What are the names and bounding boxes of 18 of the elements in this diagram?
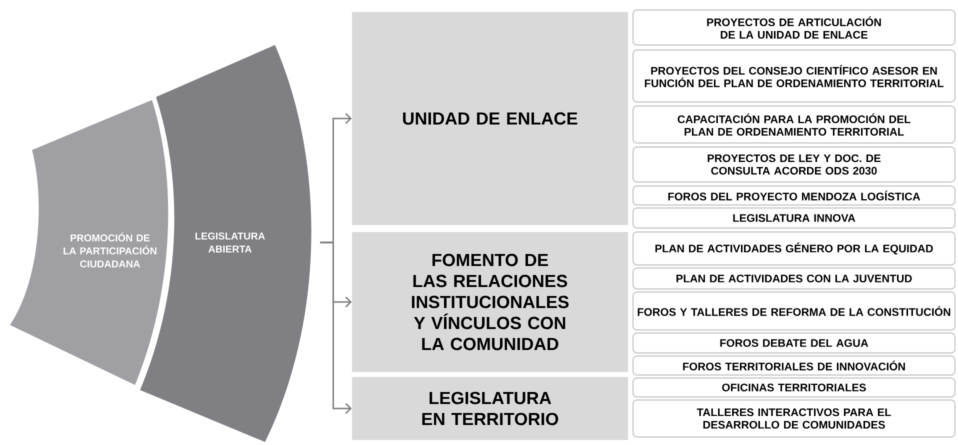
activity-box: FOROS DEL PROYECTO MENDOZA LOGÍSTICA xyxy=(632,185,956,206)
category-box: FOMENTO DE LAS RELACIONES INSTITUCIONALES Y VÍNCULOS CON LA COMUNIDAD xyxy=(352,232,628,372)
activity-box: PLAN DE ACTIVIDADES CON LA JUVENTUD xyxy=(632,267,956,290)
activity-box: PROYECTOS DE ARTICULACIÓN DE LA UNIDAD DE ENLACE xyxy=(632,9,956,46)
activity-box: TALLERES INTERACTIVOS PARA EL DESARROLLO DE COMUNIDADES xyxy=(632,399,956,438)
activity-box: OFICINAS TERRITORIALES xyxy=(632,377,956,398)
activity-box: LEGISLATURA INNOVA xyxy=(632,207,956,229)
category-box: LEGISLATURA EN TERRITORIO xyxy=(352,377,628,440)
category-box: UNIDAD DE ENLACE xyxy=(352,12,628,225)
activity-box: PLAN DE ACTIVIDADES GÉNERO POR LA EQUIDAD xyxy=(632,231,956,266)
activity-box: PROYECTOS DEL CONSEJO CIENTÍFICO ASESOR EN FUNCIÓN DEL PLAN DE ORDENAMIENTO TERRITORIAL xyxy=(632,49,956,103)
activity-box: CAPACITACIÓN PARA LA PROMOCIÓN DEL PLAN DE ORDENAMIENTO TERRITORIAL xyxy=(632,105,956,144)
activity-box: FOROS TERRITORIALES DE INNOVACIÓN xyxy=(632,355,956,376)
band-segment: PROMOCIÓN DE LA PARTICIPACIÓN CIUDADANA xyxy=(10,100,168,385)
arrow xyxy=(320,242,352,414)
activity-box: FOROS Y TALLERES DE REFORMA DE LA CONSTITUCIÓN xyxy=(632,291,956,331)
activity-box: FOROS DEBATE DEL AGUA xyxy=(632,332,956,354)
activity-box: PROYECTOS DE LEY Y DOC. DE CONSULTA ACORDE ODS 2030 xyxy=(632,146,956,183)
